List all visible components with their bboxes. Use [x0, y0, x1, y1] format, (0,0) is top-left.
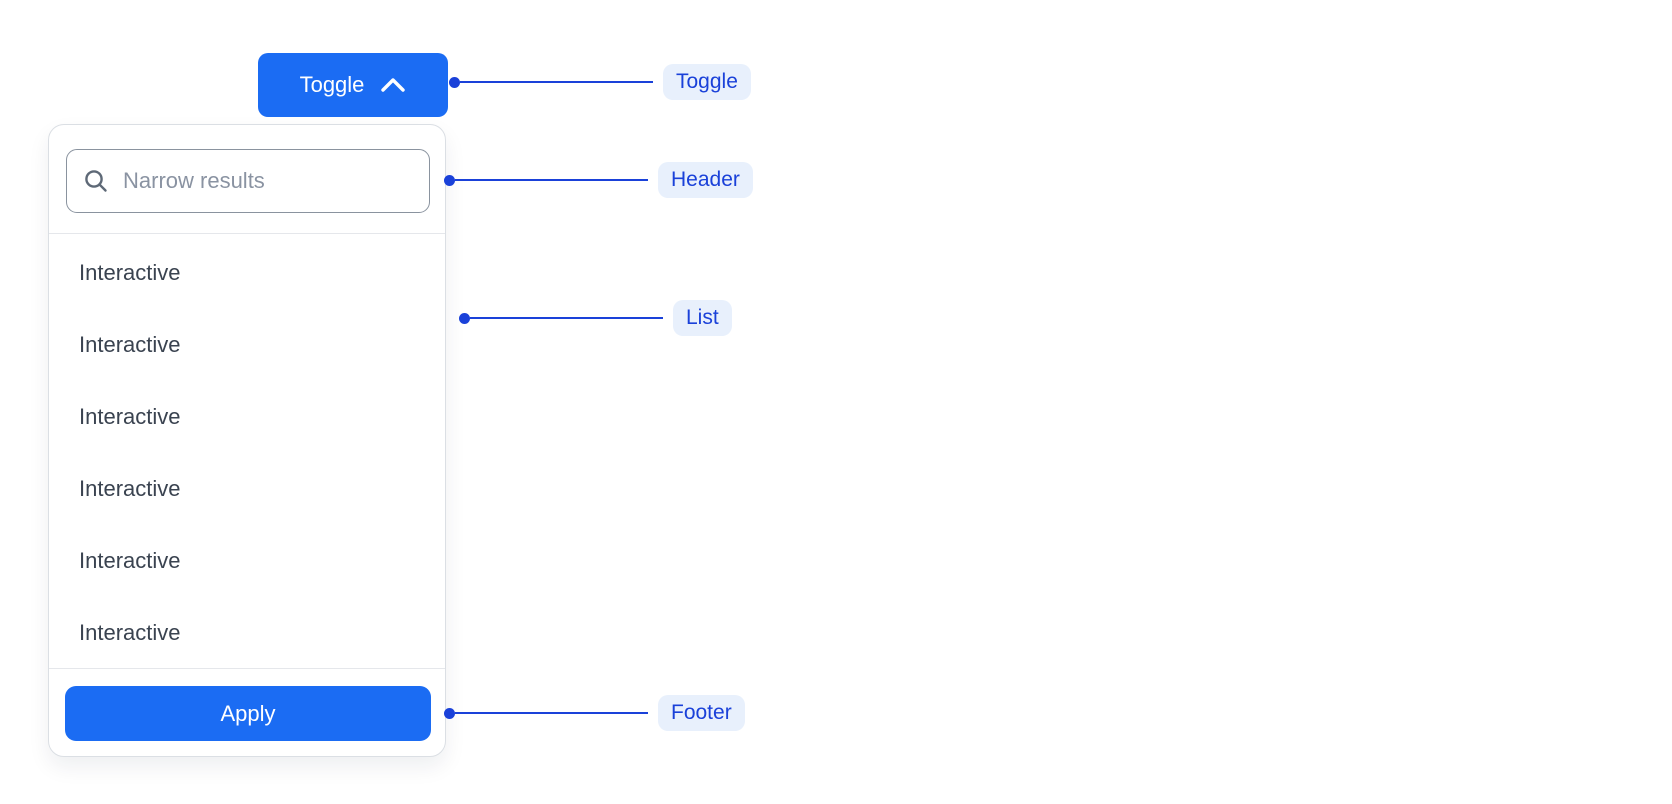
callout-line [455, 711, 648, 715]
callout-header: Header [444, 162, 753, 198]
list-item[interactable]: Interactive [79, 620, 181, 645]
search-icon [83, 168, 109, 194]
list-item[interactable]: Interactive [79, 476, 181, 501]
list-item[interactable]: Interactive [79, 260, 181, 285]
toggle-button[interactable]: Toggle [258, 53, 448, 117]
callout-dot [459, 312, 470, 324]
callout-line [455, 178, 648, 182]
search-field[interactable] [66, 149, 430, 213]
callout-line [460, 80, 653, 84]
callout-dot [444, 707, 455, 719]
toggle-button-label: Toggle [299, 72, 365, 97]
option-list: Interactive Interactive Interactive Inte… [49, 237, 445, 669]
callout-list: List [459, 300, 732, 336]
callout-toggle: Toggle [449, 64, 751, 100]
list-item[interactable]: Interactive [79, 404, 181, 429]
callout-footer: Footer [444, 695, 745, 731]
callout-line [470, 316, 663, 320]
dropdown-panel: Interactive Interactive Interactive Inte… [48, 124, 446, 757]
search-input[interactable] [123, 168, 413, 194]
callout-label-header: Header [658, 162, 753, 198]
callout-dot [449, 76, 460, 88]
list-item[interactable]: Interactive [79, 548, 181, 573]
callout-label-toggle: Toggle [663, 64, 751, 100]
list-item[interactable]: Interactive [79, 332, 181, 357]
apply-button[interactable]: Apply [65, 686, 431, 741]
callout-label-list: List [673, 300, 732, 336]
header-divider [49, 233, 445, 234]
callout-dot [444, 174, 455, 186]
callout-label-footer: Footer [658, 695, 745, 731]
chevron-up-icon [380, 77, 406, 93]
footer-divider [49, 668, 445, 669]
